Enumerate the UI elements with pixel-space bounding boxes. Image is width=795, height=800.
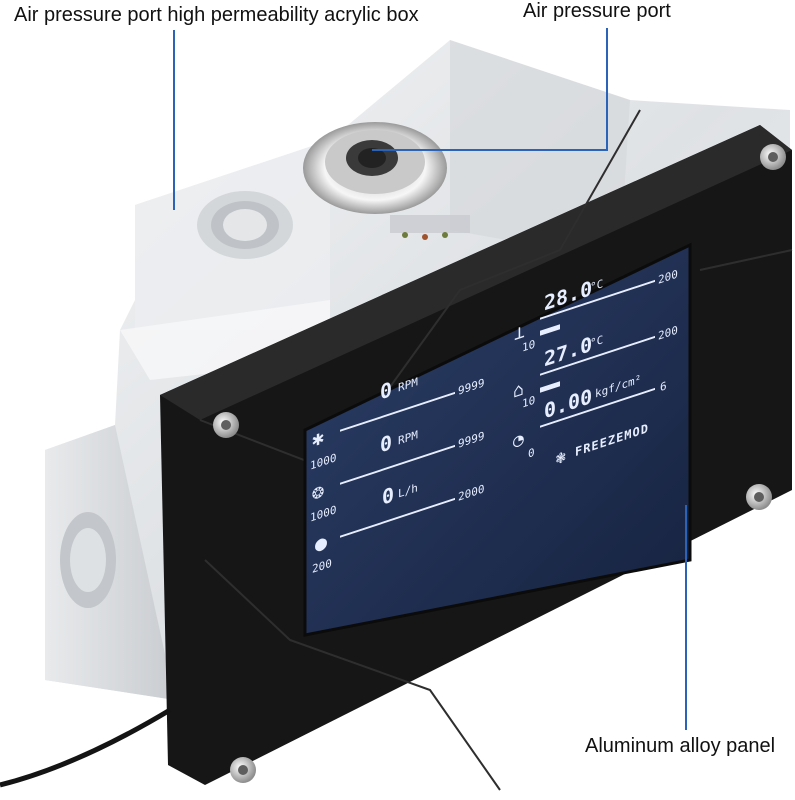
svg-text:0: 0 [528,446,535,461]
leader-pressure-port-vertical [606,28,608,150]
pump-icon: ❂ [312,478,324,505]
lcd-screen [303,242,692,637]
flow-drop-icon: ● [315,529,328,557]
svg-text:10: 10 [522,338,535,355]
svg-text:0: 0 [380,430,392,457]
svg-text:°C: °C [590,277,603,294]
leader-acrylic-box [173,30,175,210]
leader-panel [685,505,687,730]
svg-text:°C: °C [590,333,603,350]
cable [0,707,172,788]
pressure-gauge-icon: ◔ [513,428,525,452]
ambient-temp-icon: ⌂ [513,379,524,403]
callout-pressure-port: Air pressure port [523,0,671,22]
brand-logo-icon: ❃ [556,447,566,469]
leader-pressure-port-horizontal [372,149,608,151]
svg-text:0: 0 [382,482,394,509]
pressure-port-fitting [303,122,447,214]
water-temp-icon: ⊥ [514,321,525,345]
svg-text:6: 6 [660,379,667,394]
callout-aluminum-panel: Aluminum alloy panel [585,735,776,757]
svg-text:10: 10 [522,394,535,411]
fan-icon: ✱ [312,425,324,452]
svg-text:0: 0 [380,377,392,404]
callout-acrylic-box: Air pressure port high permeability acry… [14,4,419,26]
